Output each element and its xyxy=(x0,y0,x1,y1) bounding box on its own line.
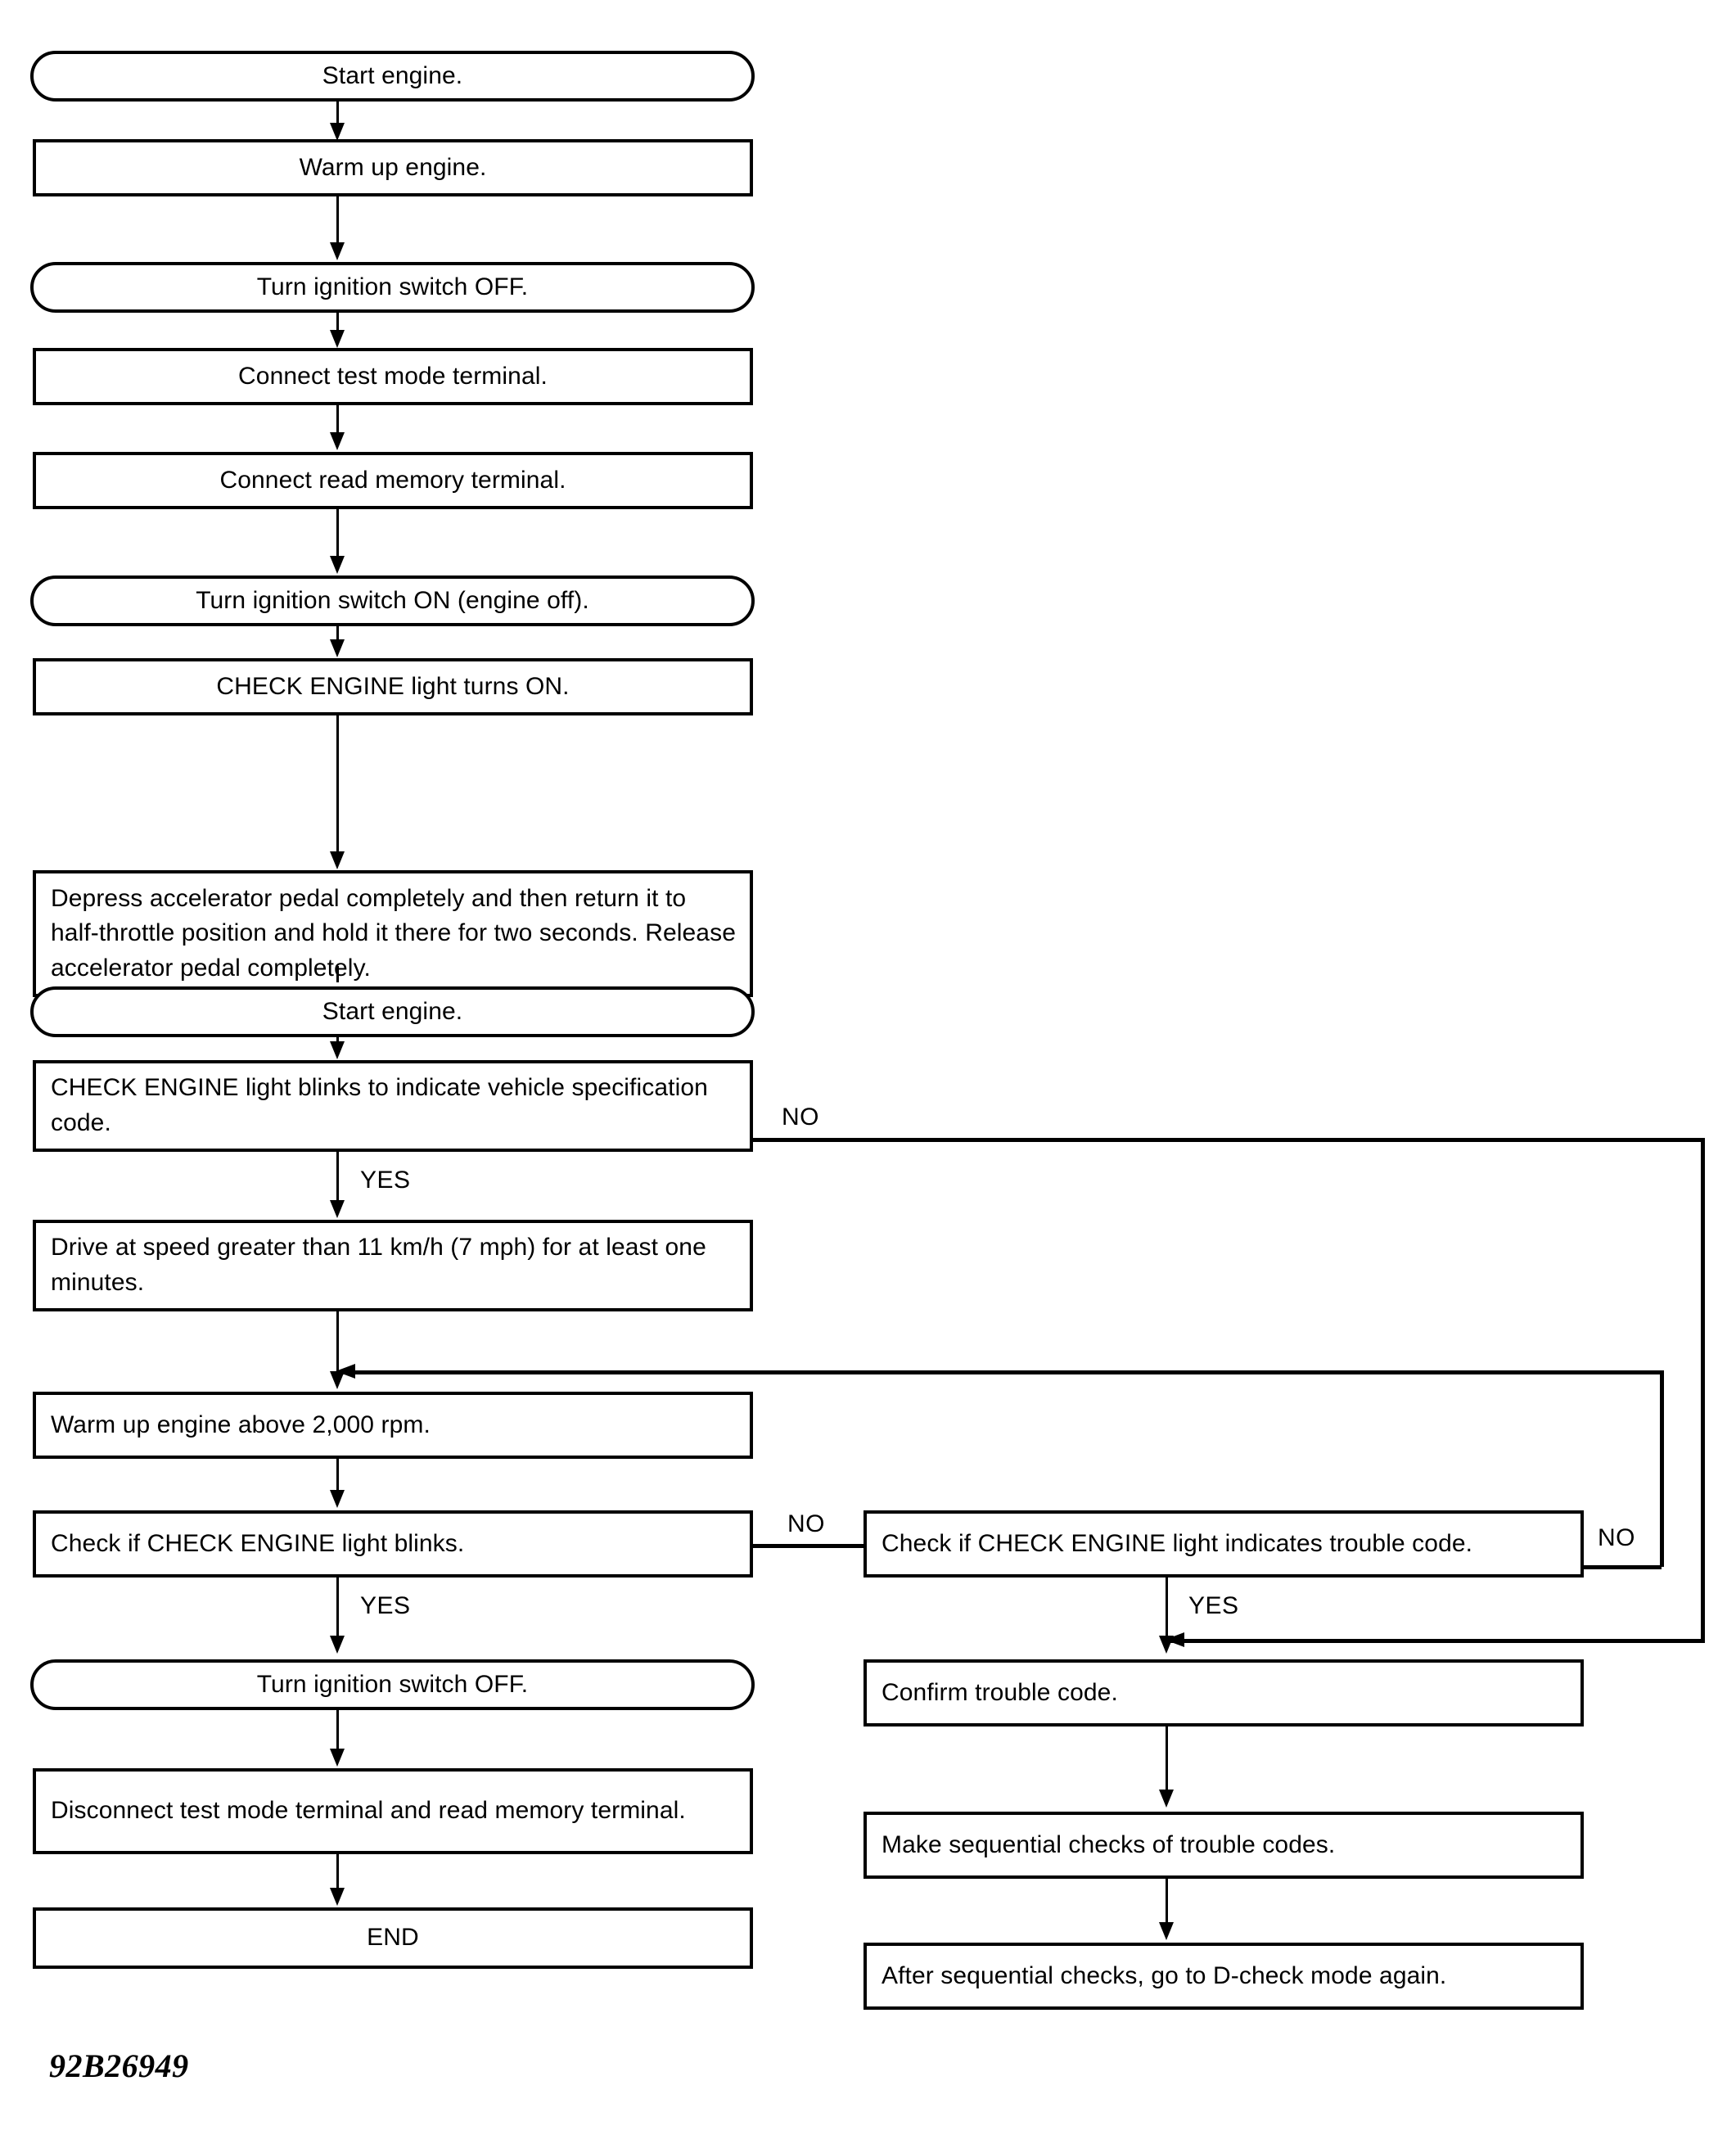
arrow-down-icon xyxy=(330,242,345,260)
arrow-down-icon xyxy=(330,851,345,869)
node-depress-pedal: Depress accelerator pedal completely and… xyxy=(33,870,753,997)
node-ignition-off-1: Turn ignition switch OFF. xyxy=(30,262,755,313)
node-label: Confirm trouble code. xyxy=(882,1678,1118,1706)
figure-caption: 92B26949 xyxy=(49,2047,189,2084)
node-check-engine-on: CHECK ENGINE light turns ON. xyxy=(33,658,753,715)
node-end: END xyxy=(33,1907,753,1969)
arrow-down-icon xyxy=(330,556,345,574)
branch-label-no-spec-code: NO xyxy=(782,1104,819,1131)
node-label: Warm up engine. xyxy=(299,153,487,181)
node-label: END xyxy=(367,1924,419,1952)
node-label: Drive at speed greater than 11 km/h (7 m… xyxy=(51,1234,706,1296)
branch-label-yes-spec-code: YES xyxy=(360,1167,411,1194)
connector-trouble-no-horizontal xyxy=(1581,1565,1662,1569)
node-check-blinks: Check if CHECK ENGINE light blinks. xyxy=(33,1510,753,1578)
branch-label-yes-trouble-code: YES xyxy=(1188,1592,1239,1619)
node-warm-up-engine: Warm up engine. xyxy=(33,139,753,196)
arrow-down-icon xyxy=(330,330,345,348)
arrow-down-icon xyxy=(1159,1922,1174,1940)
connector-line xyxy=(336,1710,339,1751)
arrow-down-icon xyxy=(330,1041,345,1059)
node-label: Depress accelerator pedal completely and… xyxy=(51,884,736,982)
arrow-down-icon xyxy=(330,123,345,141)
node-label: Check if CHECK ENGINE light indicates tr… xyxy=(882,1529,1473,1557)
connector-line xyxy=(336,966,339,982)
arrow-down-icon xyxy=(330,1888,345,1906)
node-connect-read-memory: Connect read memory terminal. xyxy=(33,452,753,509)
node-label: CHECK ENGINE light turns ON. xyxy=(216,672,570,700)
connector-line xyxy=(1166,1726,1168,1792)
node-label: Start engine. xyxy=(322,997,463,1025)
node-label: Warm up engine above 2,000 rpm. xyxy=(51,1411,431,1438)
connector-line xyxy=(336,715,339,855)
node-connect-test-mode: Connect test mode terminal. xyxy=(33,348,753,405)
arrow-down-icon xyxy=(330,1200,345,1218)
node-label: Start engine. xyxy=(322,61,463,89)
connector-check-blinks-no-horizontal xyxy=(753,1544,866,1548)
node-spec-code-blinks: CHECK ENGINE light blinks to indicate ve… xyxy=(33,1060,753,1152)
connector-line xyxy=(336,313,339,332)
connector-outer-no-return-horizontal xyxy=(1166,1639,1705,1643)
branch-label-no-trouble-code: NO xyxy=(1598,1524,1635,1551)
connector-line xyxy=(1166,1879,1168,1924)
node-label: Check if CHECK ENGINE light blinks. xyxy=(51,1529,465,1557)
node-label: Turn ignition switch OFF. xyxy=(256,1670,529,1698)
node-label: Connect test mode terminal. xyxy=(238,362,548,390)
node-confirm-trouble-code: Confirm trouble code. xyxy=(863,1659,1584,1726)
connector-line xyxy=(336,405,339,435)
node-label: Make sequential checks of trouble codes. xyxy=(882,1830,1336,1858)
node-ignition-off-2: Turn ignition switch OFF. xyxy=(30,1659,755,1710)
arrow-left-icon xyxy=(336,1364,355,1379)
arrow-down-icon xyxy=(1159,1790,1174,1808)
node-label: Turn ignition switch ON (engine off). xyxy=(196,586,589,614)
connector-line xyxy=(336,626,339,643)
node-label: After sequential checks, go to D-check m… xyxy=(882,1961,1447,1989)
connector-line xyxy=(336,1578,339,1643)
node-label: Disconnect test mode terminal and read m… xyxy=(51,1797,686,1825)
connector-line xyxy=(336,509,339,558)
arrow-down-icon xyxy=(330,1636,345,1654)
arrow-down-icon xyxy=(330,639,345,657)
connector-merge-horizontal-left xyxy=(337,1370,1662,1374)
node-sequential-checks: Make sequential checks of trouble codes. xyxy=(863,1812,1584,1879)
connector-line xyxy=(336,196,339,244)
node-label: Connect read memory terminal. xyxy=(219,466,566,494)
connector-line xyxy=(336,1854,339,1891)
node-d-check-again: After sequential checks, go to D-check m… xyxy=(863,1943,1584,2010)
node-warm-up-2000: Warm up engine above 2,000 rpm. xyxy=(33,1392,753,1459)
connector-line xyxy=(336,1311,339,1375)
connector-line xyxy=(336,102,339,126)
node-label: Turn ignition switch OFF. xyxy=(256,273,529,300)
arrow-down-icon xyxy=(330,1490,345,1508)
arrow-down-icon xyxy=(330,432,345,450)
arrow-down-icon xyxy=(1159,1636,1174,1654)
node-check-trouble-code: Check if CHECK ENGINE light indicates tr… xyxy=(863,1510,1584,1578)
node-label: CHECK ENGINE light blinks to indicate ve… xyxy=(51,1074,708,1136)
connector-line xyxy=(336,1459,339,1493)
node-ignition-on: Turn ignition switch ON (engine off). xyxy=(30,575,755,626)
node-disconnect-terminals: Disconnect test mode terminal and read m… xyxy=(33,1768,753,1854)
connector-spec-code-no-vertical xyxy=(1701,1138,1705,1641)
branch-label-no-check-blinks: NO xyxy=(787,1510,825,1537)
connector-line xyxy=(336,1152,339,1203)
node-drive-speed: Drive at speed greater than 11 km/h (7 m… xyxy=(33,1220,753,1311)
connector-trouble-no-vertical xyxy=(1660,1370,1664,1567)
connector-line xyxy=(1166,1578,1168,1643)
branch-label-yes-check-blinks: YES xyxy=(360,1592,411,1619)
node-start-engine-1: Start engine. xyxy=(30,51,755,102)
connector-spec-code-no-horizontal xyxy=(753,1138,1704,1142)
node-start-engine-2: Start engine. xyxy=(30,986,755,1037)
arrow-down-icon xyxy=(330,1749,345,1767)
